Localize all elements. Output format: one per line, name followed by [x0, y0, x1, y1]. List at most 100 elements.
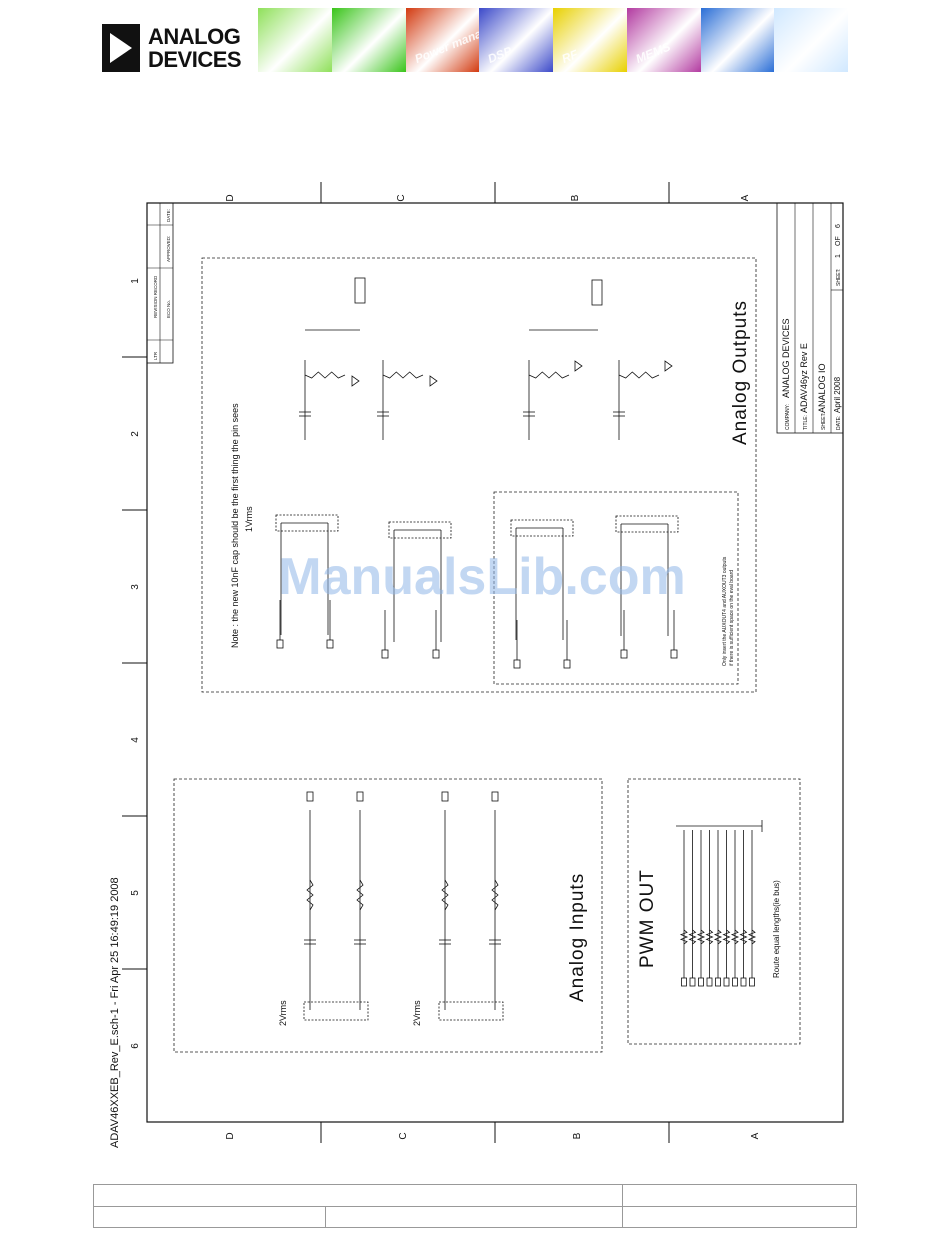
component — [356, 791, 364, 802]
zone-letter: D — [225, 1132, 236, 1139]
component — [620, 649, 628, 659]
manualslib-watermark: ManualsLib.com — [278, 548, 685, 606]
footer-cell — [94, 1206, 326, 1227]
tb-date-label: DATE: — [836, 416, 842, 430]
zone-number: 3 — [130, 584, 141, 590]
rev-eco: ECO No. — [166, 300, 171, 318]
route-note: Route equal lengths(ie bus) — [772, 880, 781, 978]
ground-icon — [429, 375, 438, 387]
rev-record: REVISION RECORD — [153, 275, 158, 318]
note-text: Note : the new 10nF cap should be the fi… — [230, 403, 240, 648]
tb-company-label: COMPANY: — [785, 404, 791, 430]
banner-tile — [258, 8, 332, 72]
zone-letter: D — [225, 194, 236, 201]
footer-cell — [94, 1185, 623, 1206]
banner-tile — [700, 8, 775, 72]
vrms-out-label: 1Vrms — [244, 506, 254, 532]
ground-icon — [351, 375, 360, 387]
banner-tile — [774, 8, 848, 72]
component — [732, 977, 738, 987]
analog-outputs-title: Analog Outputs — [730, 300, 751, 445]
revision-block: LTR ECO No. APPROVED: DATE: REVISION REC… — [146, 202, 174, 364]
zone-letter: A — [750, 1132, 761, 1139]
schematic-file-label: ADAV46XXEB_Rev_E.sch-1 - Fri Apr 25 16:4… — [109, 877, 121, 1148]
resistor — [705, 929, 714, 945]
component — [563, 659, 571, 669]
optional-outputs-block — [493, 491, 739, 685]
pwm-circuitry — [676, 820, 763, 987]
output-circuitry — [275, 277, 679, 669]
footer-cell — [326, 1206, 623, 1227]
zone-number: 5 — [130, 890, 141, 896]
zone-letter: B — [570, 194, 581, 201]
resistor — [304, 371, 346, 379]
resistor — [382, 371, 424, 379]
resistor — [528, 371, 570, 379]
component — [689, 977, 696, 987]
component — [670, 649, 678, 659]
tb-sheet: 1 — [835, 254, 842, 258]
tb-total: 6 — [835, 224, 842, 228]
logo-line2: DEVICES — [148, 47, 242, 72]
tb-of: OF — [835, 236, 842, 246]
zone-ticks — [122, 182, 670, 1143]
resistor — [618, 371, 660, 379]
component — [591, 279, 603, 306]
resistor — [356, 879, 364, 911]
component — [381, 649, 389, 659]
zone-letter: A — [740, 194, 751, 201]
ground-icon — [574, 360, 583, 372]
rev-date: DATE: — [166, 209, 171, 222]
rev-approved: APPROVED: — [166, 236, 171, 262]
component — [354, 277, 366, 304]
resistor — [747, 929, 757, 945]
component — [723, 977, 730, 987]
rev-ltr: LTR — [153, 351, 158, 360]
banner-tile: MEMS — [626, 8, 701, 72]
resistor — [679, 929, 689, 945]
tb-sheet-name-label: SHEET: — [821, 412, 827, 430]
component — [441, 791, 449, 802]
banner-tile — [331, 8, 406, 72]
component — [513, 659, 521, 669]
component — [491, 791, 499, 802]
component — [276, 639, 284, 649]
analog-devices-logo: ANALOG DEVICES — [102, 24, 252, 76]
logo-line1: ANALOG — [148, 24, 241, 49]
zone-numbers: 1 2 3 4 5 6 — [130, 278, 141, 1049]
component — [740, 977, 747, 987]
input-circuitry — [303, 791, 504, 1021]
zone-letters-top: D C B A — [225, 194, 751, 201]
analog-inputs-title: Analog Inputs — [567, 873, 588, 1002]
resistor — [722, 929, 731, 945]
component — [510, 519, 574, 537]
banner-tile: DSP — [479, 8, 553, 72]
footer-cell — [623, 1206, 856, 1227]
resistor — [713, 929, 723, 945]
resistor — [739, 929, 748, 945]
footer-cell — [623, 1185, 856, 1206]
tb-sheet-label: SHEET: — [836, 268, 842, 286]
title-block: COMPANY: ANALOG DEVICES TITLE: ADAV46yz … — [776, 202, 844, 434]
logo-triangle-icon — [102, 24, 140, 72]
analog-inputs-block — [173, 778, 603, 1053]
component — [326, 639, 334, 649]
component — [306, 791, 314, 802]
footer-table — [93, 1184, 857, 1228]
resistor — [696, 929, 706, 945]
tb-sheet-name: ANALOG IO — [817, 363, 827, 413]
pwm-out-title: PWM OUT — [637, 869, 658, 968]
pwm-out-block — [627, 778, 801, 1045]
component — [388, 521, 452, 539]
zone-number: 2 — [130, 431, 141, 437]
banner-tile: Power management — [405, 8, 480, 72]
resistor — [688, 929, 697, 945]
tb-title: ADAV46yz Rev E — [799, 343, 809, 413]
vrms-in-label-2: 2Vrms — [412, 1000, 422, 1026]
component — [303, 1001, 369, 1021]
resistor — [441, 879, 449, 911]
resistor — [730, 929, 740, 945]
